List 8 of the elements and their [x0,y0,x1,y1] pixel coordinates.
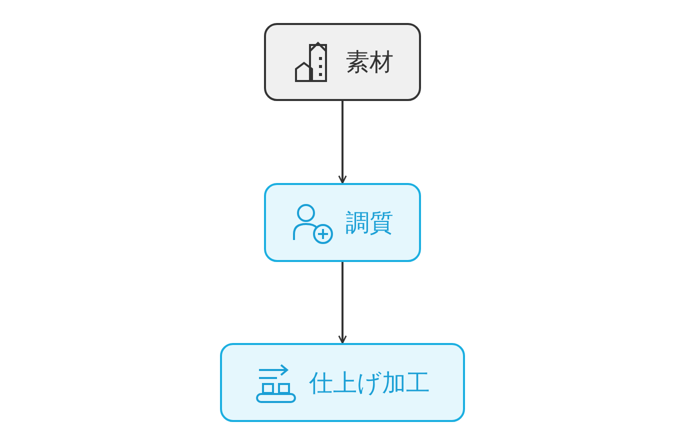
process-box [264,23,421,101]
node-label: 調質 [346,208,394,238]
arrow [338,101,347,184]
arrow [338,262,347,344]
node-label: 仕上げ加工 [309,368,430,398]
node-label: 素材 [346,47,394,78]
process-box [220,343,465,422]
process-box [264,183,421,262]
